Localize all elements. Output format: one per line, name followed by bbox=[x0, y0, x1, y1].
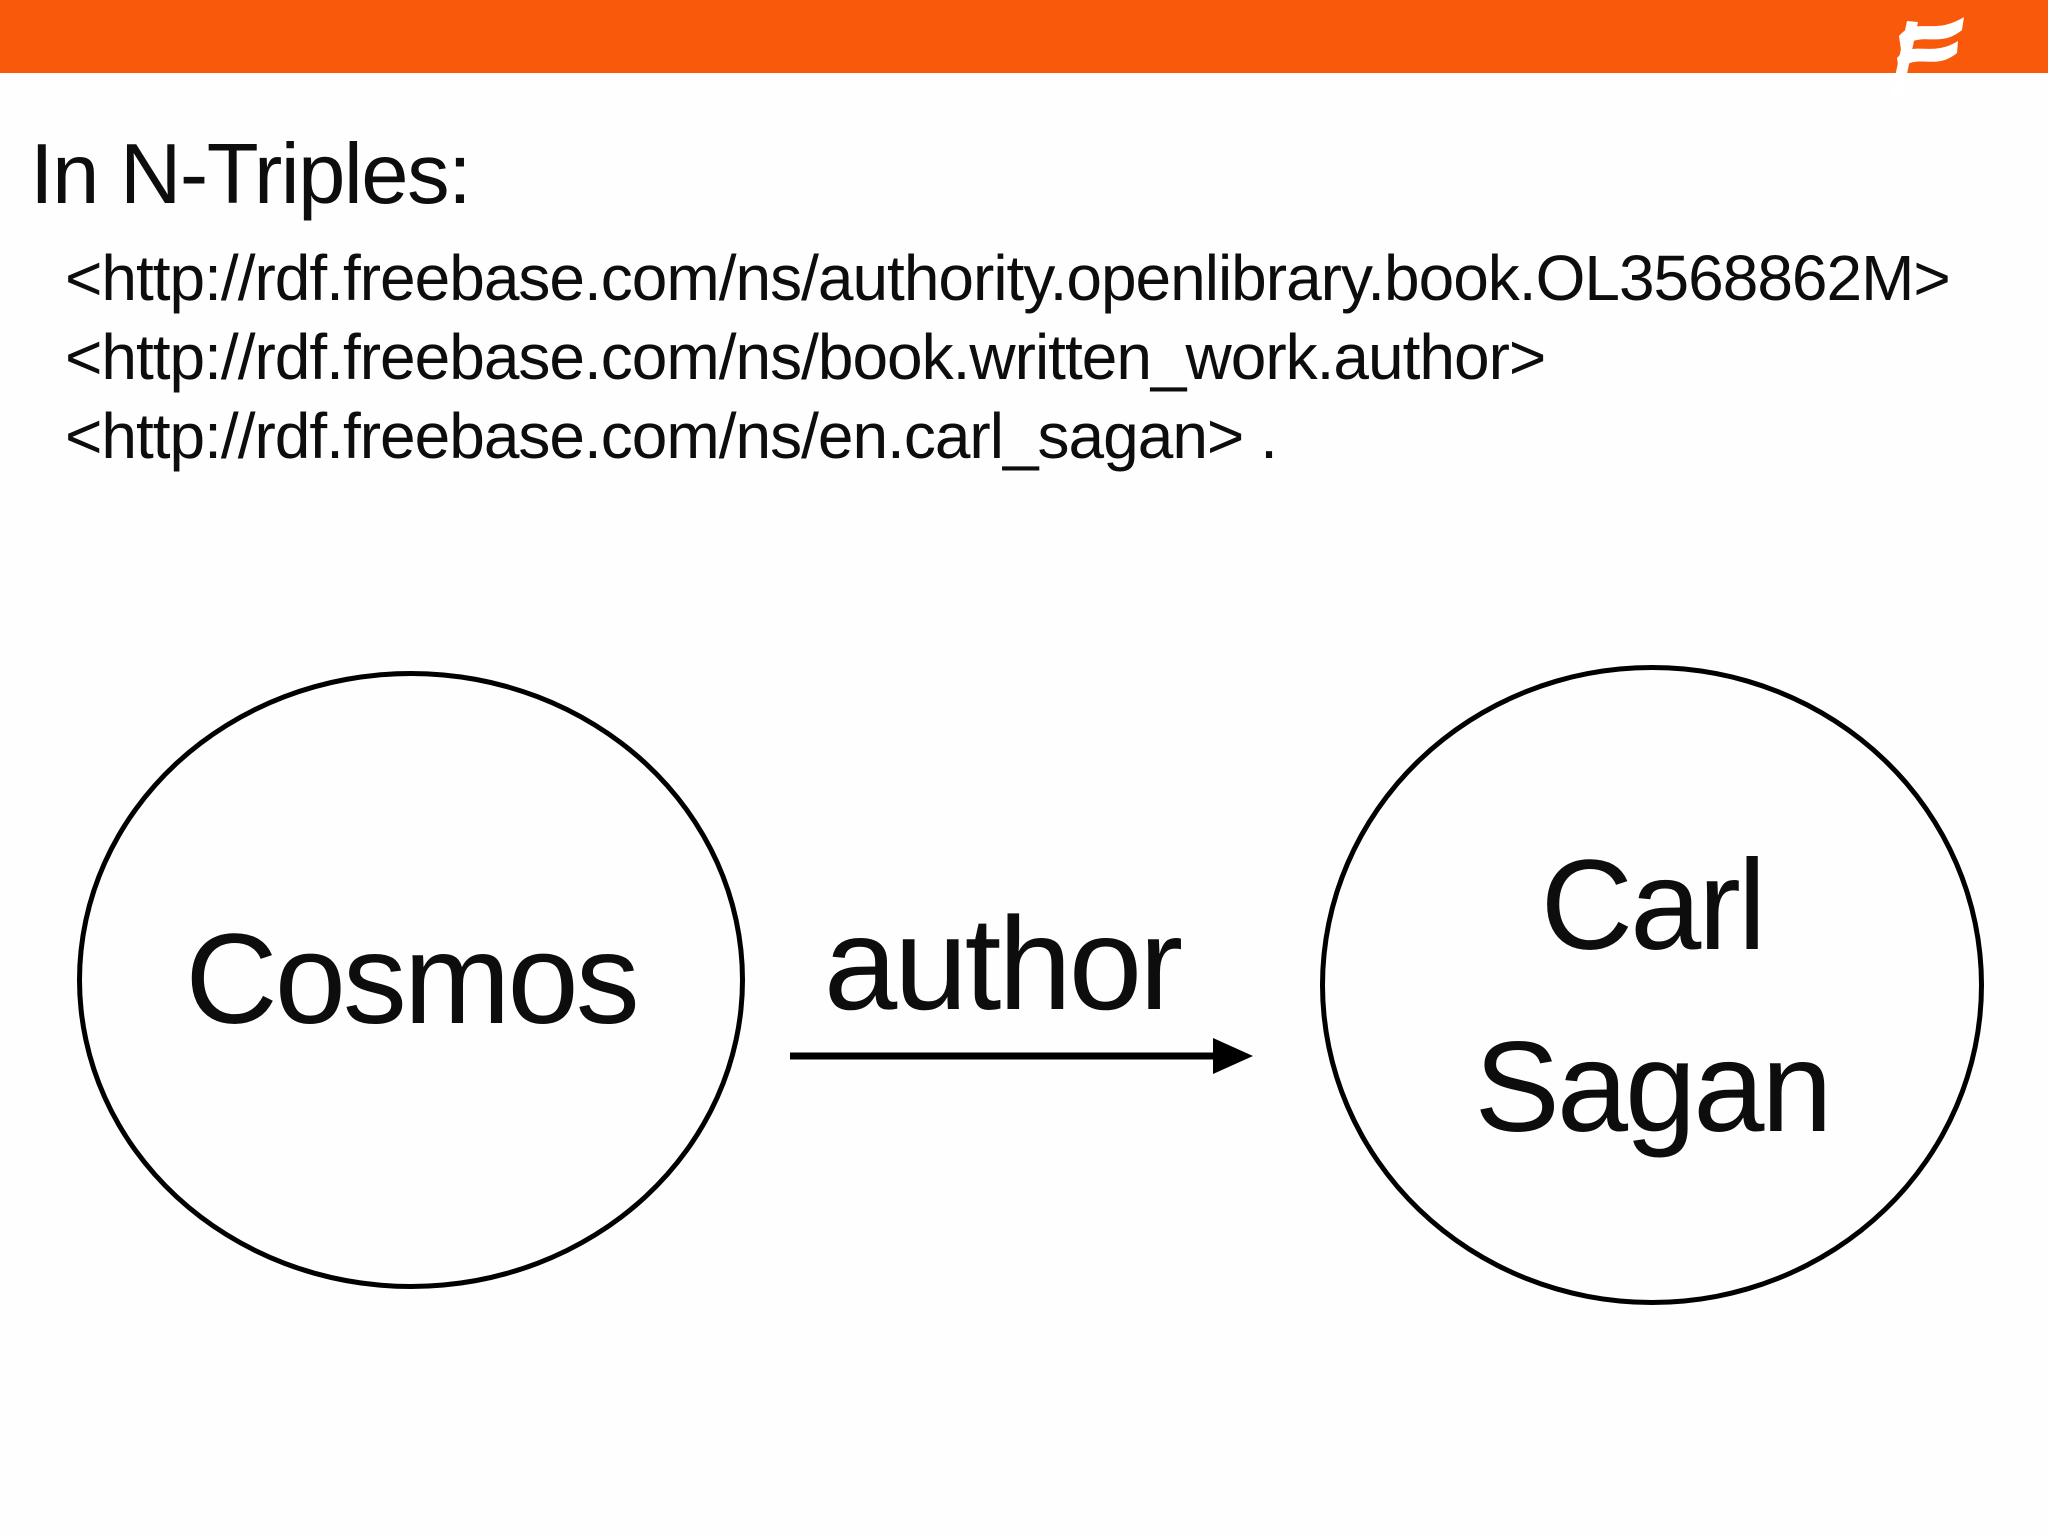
object-node-label: Carl Sagan bbox=[1474, 834, 1832, 1159]
ntriple-predicate-uri: <http://rdf.freebase.com/ns/book.written… bbox=[65, 321, 1546, 393]
ntriple-object-uri: <http://rdf.freebase.com/ns/en.carl_saga… bbox=[65, 400, 1278, 472]
predicate-edge-label: author bbox=[823, 890, 1183, 1037]
freebase-flag-icon bbox=[1890, 17, 1964, 102]
subject-node-circle: Cosmos bbox=[77, 671, 745, 1289]
object-node-circle: Carl Sagan bbox=[1320, 665, 1984, 1305]
page-title: In N-Triples: bbox=[30, 127, 472, 222]
predicate-arrow bbox=[790, 1038, 1253, 1074]
header-bar bbox=[0, 0, 2048, 73]
ntriples-block: <http://rdf.freebase.com/ns/authority.op… bbox=[65, 239, 1951, 476]
ntriple-subject-uri: <http://rdf.freebase.com/ns/authority.op… bbox=[65, 242, 1951, 314]
subject-node-label: Cosmos bbox=[185, 908, 639, 1052]
